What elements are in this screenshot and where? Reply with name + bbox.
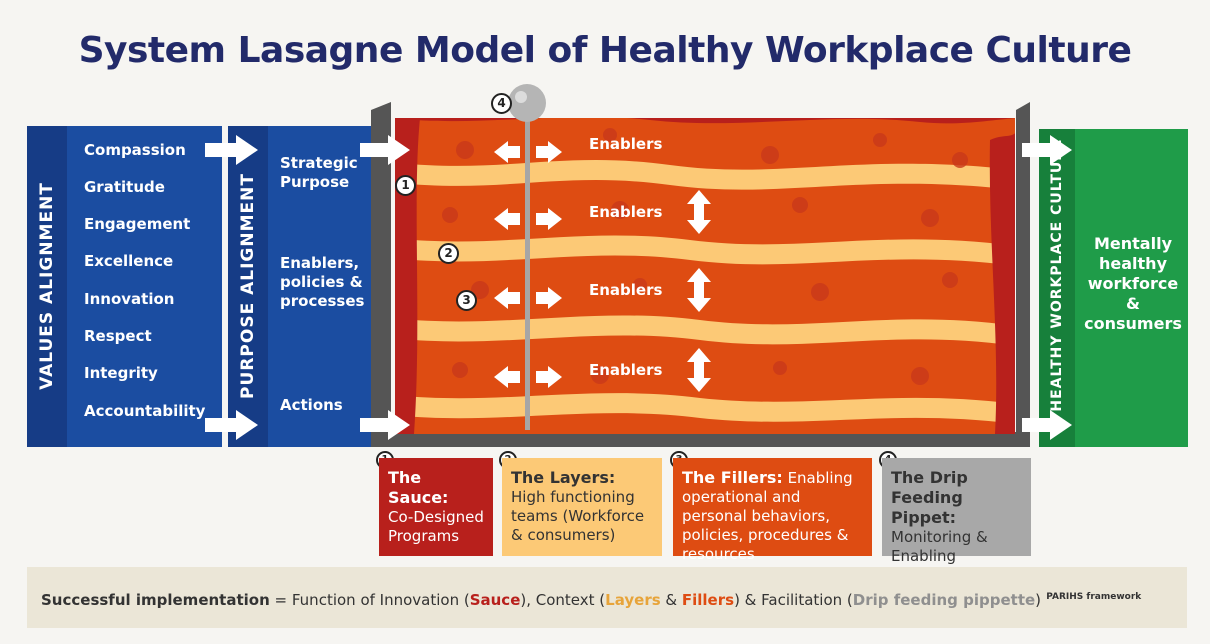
enablers-label: Enablers	[589, 361, 663, 379]
footer-close: )	[1035, 591, 1042, 609]
enablers-label: Enablers	[589, 203, 663, 221]
footer-ref: PARIHS framework	[1046, 592, 1142, 602]
footer-fillers: Fillers	[681, 591, 735, 609]
layers-body: High functioning teams (Workforce & cons…	[511, 488, 645, 544]
value-item: Excellence	[84, 252, 174, 270]
strategic-purpose-label: Strategic Purpose	[280, 154, 358, 191]
fillers-box: The Fillers: Enabling operational and pe…	[673, 458, 872, 563]
top-crust	[395, 118, 1015, 124]
footer-amp: &	[660, 591, 682, 609]
enablers-label: Enablers	[589, 135, 663, 153]
vertical-arrows	[687, 190, 711, 392]
footer-lead: Successful implementation	[41, 591, 270, 609]
purpose-alignment-strip	[228, 126, 268, 447]
footer-sauce: Sauce	[469, 591, 521, 609]
footer-ctx: ), Context (	[520, 591, 606, 609]
purpose-alignment-panel: PURPOSE ALIGNMENT Strategic Purpose Enab…	[228, 126, 371, 447]
values-alignment-strip	[27, 126, 67, 447]
value-item: Compassion	[84, 141, 186, 159]
pippet-stem	[525, 116, 530, 430]
filler-spots	[442, 128, 968, 385]
healthy-workplace-strip	[1039, 129, 1075, 447]
marker-2: 2	[438, 243, 459, 264]
sauce-left	[395, 118, 420, 434]
value-item: Respect	[84, 327, 152, 345]
pippet-box: The Drip Feeding Pippet: Monitoring & En…	[882, 458, 1031, 565]
values-alignment-panel: VALUES ALIGNMENT Compassion Gratitude En…	[27, 126, 222, 447]
layer-band	[395, 160, 1015, 190]
actions-label: Actions	[280, 396, 343, 414]
footer-drip: Drip feeding pippette	[852, 591, 1036, 609]
fillers-title: The Fillers:	[682, 468, 783, 487]
layers-title: The Layers:	[511, 468, 616, 487]
value-item: Engagement	[84, 215, 191, 233]
value-item: Accountability	[84, 402, 206, 420]
fillers-body: Enabling operational and personal behavi…	[682, 469, 853, 563]
value-item: Gratitude	[84, 178, 165, 196]
horizontal-arrows	[494, 141, 562, 388]
pippet-bulb	[508, 84, 546, 122]
marker-1: 1	[395, 175, 416, 196]
footer-eq: = Function of Innovation (	[269, 591, 470, 609]
footer-layers: Layers	[605, 591, 661, 609]
marker-3: 3	[456, 290, 477, 311]
page-title: System Lasagne Model of Healthy Workplac…	[78, 30, 1132, 71]
value-item: Integrity	[84, 364, 158, 382]
sauce-body: Co-Designed Programs	[388, 508, 484, 545]
enablers-label: Enablers	[589, 281, 663, 299]
footer-text: Successful implementation = Function of …	[41, 591, 1141, 609]
footer-equation: Successful implementation = Function of …	[27, 567, 1187, 628]
layer-band	[395, 393, 1015, 424]
healthy-workplace-culture-panel: HEALTHY WORKPLACE CULTURE Mentally healt…	[1039, 129, 1188, 447]
enablers-policies-label: Enablers, policies & processes	[280, 254, 365, 310]
sauce-box: The Sauce: Co-Designed Programs	[379, 458, 493, 556]
layers-box: The Layers: High functioning teams (Work…	[502, 458, 662, 556]
sauce-right	[989, 133, 1015, 434]
pippet-body: Monitoring & Enabling	[891, 528, 988, 565]
value-item: Innovation	[84, 290, 175, 308]
layer-band	[395, 315, 1015, 346]
pippet-title: The Drip Feeding Pippet:	[891, 468, 968, 527]
marker-4: 4	[491, 93, 512, 114]
footer-fac: ) & Facilitation (	[734, 591, 853, 609]
flow-arrows	[205, 135, 1072, 440]
layer-band	[395, 235, 1015, 266]
sauce-title: The Sauce:	[388, 468, 449, 507]
outcome-text: Mentally healthy workforce & consumers	[1084, 234, 1182, 333]
